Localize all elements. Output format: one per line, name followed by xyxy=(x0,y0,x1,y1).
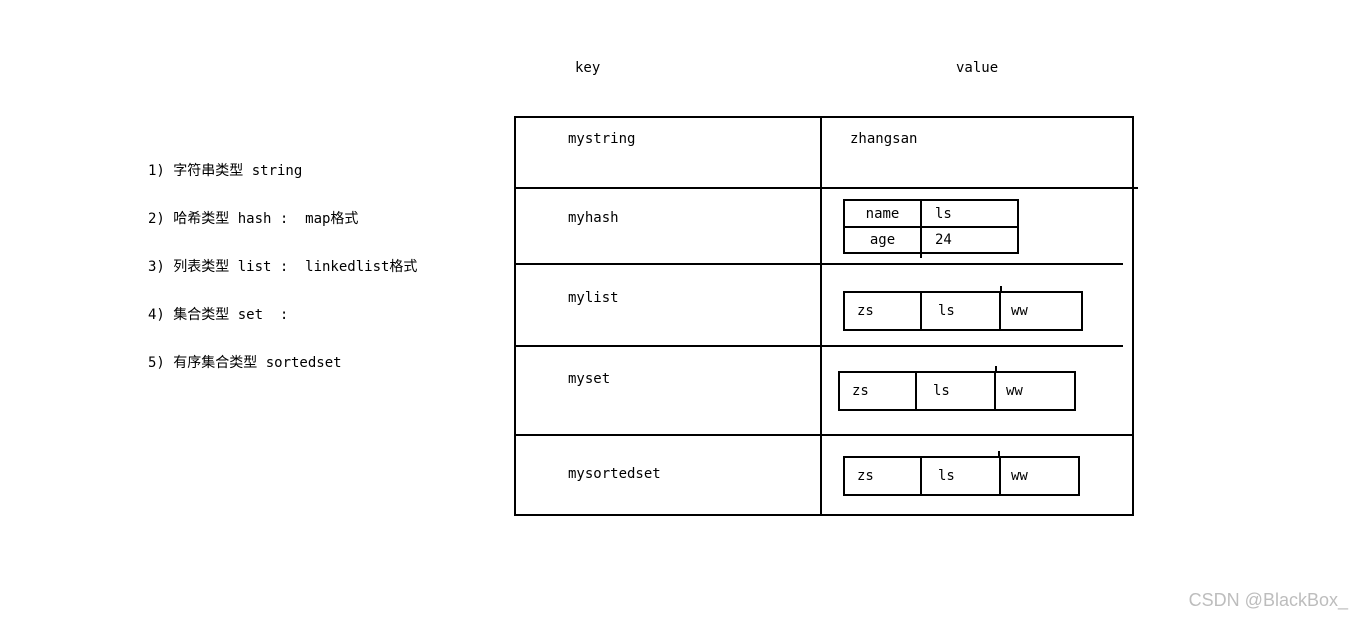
key-column-header: key xyxy=(575,60,601,76)
row-separator-2 xyxy=(514,263,1123,265)
list-cell: ww xyxy=(1011,303,1028,319)
row-separator-4 xyxy=(514,434,1134,436)
note-line-sortedset: 5) 有序集合类型 sortedset xyxy=(148,355,342,371)
set-cell: ls xyxy=(917,373,996,409)
row-separator-3 xyxy=(514,345,1123,347)
csdn-watermark: CSDN @BlackBox_ xyxy=(1188,590,1348,610)
note-line-list: 3) 列表类型 list : linkedlist格式 xyxy=(148,259,418,275)
hash-value-name: ls xyxy=(935,205,952,222)
sortedset-cell: ls xyxy=(922,458,1001,494)
note-line-string: 1) 字符串类型 string xyxy=(148,163,303,179)
notes-list: 1) 字符串类型 string 2) 哈希类型 hash : map格式 3) … xyxy=(148,131,417,403)
list-value-boxes-mylist: zs ls ww xyxy=(843,291,1083,331)
set-value-boxes-myset: zs ls ww xyxy=(838,371,1076,411)
row-key-mystring: mystring xyxy=(568,131,636,147)
row-key-myset: myset xyxy=(568,371,611,387)
list-cell: zs xyxy=(845,293,922,329)
pen-stroke-stub xyxy=(920,252,922,258)
note-line-set: 4) 集合类型 set : xyxy=(148,307,289,323)
row-separator-1 xyxy=(514,187,1138,189)
pen-stroke-tick xyxy=(1000,286,1002,291)
hash-value-table: name ls age 24 xyxy=(843,199,1019,254)
hash-field-name: name xyxy=(845,201,922,226)
hash-row-age: age 24 xyxy=(845,228,1017,252)
note-line-hash: 2) 哈希类型 hash : map格式 xyxy=(148,211,359,227)
set-cell: zs xyxy=(840,373,917,409)
hash-field-age: age xyxy=(845,228,922,252)
hash-value-age: 24 xyxy=(935,232,952,248)
sortedset-cell: zs xyxy=(845,458,922,494)
list-cell: ls xyxy=(922,293,1001,329)
sortedset-cell: ww xyxy=(1011,468,1028,484)
kv-table-border xyxy=(514,116,1134,516)
set-cell: ww xyxy=(1006,383,1023,399)
hash-row-name: name ls xyxy=(845,201,1017,228)
sortedset-value-boxes-mysortedset: zs ls ww xyxy=(843,456,1080,496)
value-column-header: value xyxy=(956,60,999,76)
row-key-myhash: myhash xyxy=(568,210,619,226)
value-mystring: zhangsan xyxy=(850,131,918,147)
row-key-mysortedset: mysortedset xyxy=(568,466,661,482)
row-key-mylist: mylist xyxy=(568,290,619,306)
pen-stroke-tick xyxy=(998,451,1000,456)
pen-stroke-tick xyxy=(995,366,997,371)
column-divider-line xyxy=(820,116,822,514)
